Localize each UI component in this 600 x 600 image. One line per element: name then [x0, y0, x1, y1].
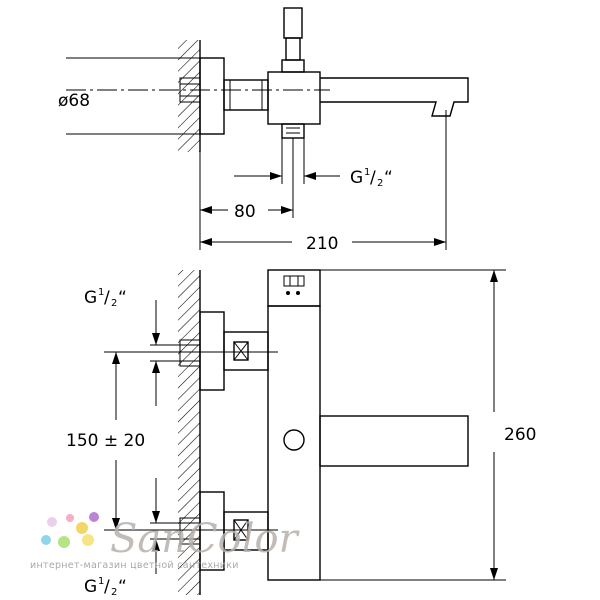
connector-upper [223, 331, 269, 371]
dim-150-label: 150 ± 20 [66, 431, 145, 451]
top-view: ø68 G 1 / 2 “ 80 210 [58, 7, 469, 254]
diverter-button [283, 429, 305, 451]
svg-text:2: 2 [377, 178, 383, 189]
svg-text:2: 2 [111, 587, 117, 598]
svg-text:2: 2 [111, 298, 117, 309]
wall-hatch-front [178, 270, 200, 595]
spout-top [320, 77, 469, 117]
svg-text:“: “ [118, 288, 127, 308]
shower-hose-connector [283, 7, 303, 39]
escutcheon-upper [199, 311, 225, 391]
svg-text:1: 1 [364, 167, 370, 178]
upper-outlet-pipe [285, 37, 301, 61]
dim-260-label: 260 [504, 425, 536, 445]
svg-text:G: G [350, 168, 363, 188]
spout-front [319, 415, 469, 467]
svg-text:“: “ [118, 577, 127, 597]
thread-label-upper: G 1 / 2 “ [84, 287, 127, 309]
dim-210-label: 210 [306, 234, 338, 254]
svg-text:G: G [84, 577, 97, 597]
check-valve-upper [233, 341, 249, 361]
svg-text:/: / [370, 168, 376, 188]
watermark-brand: SanColor [110, 516, 301, 562]
svg-text:1: 1 [98, 287, 104, 298]
diameter-label: ø68 [58, 91, 90, 111]
watermark-tagline: интернет-магазин цветной сантехники [30, 560, 239, 571]
svg-text:“: “ [384, 168, 393, 188]
front-view: G 1 / 2 “ G 1 / 2 “ 150 ± 20 260 [66, 269, 536, 598]
temperature-scale [283, 275, 305, 287]
upper-outlet-nut [281, 59, 305, 73]
mixer-body-top [267, 71, 321, 125]
connecting-nut-top [223, 79, 269, 111]
svg-text:1: 1 [98, 576, 104, 587]
watermark-logo: SanColor интернет-магазин цветной сантех… [30, 512, 301, 571]
thread-label-top: G 1 / 2 “ [350, 167, 393, 189]
escutcheon-top [199, 57, 225, 135]
svg-text:/: / [104, 288, 110, 308]
svg-text:/: / [104, 577, 110, 597]
thermostat-head [267, 269, 321, 307]
lower-inlet [281, 123, 305, 139]
dim-80-label: 80 [234, 202, 256, 222]
thread-label-lower: G 1 / 2 “ [84, 576, 127, 598]
svg-text:G: G [84, 288, 97, 308]
